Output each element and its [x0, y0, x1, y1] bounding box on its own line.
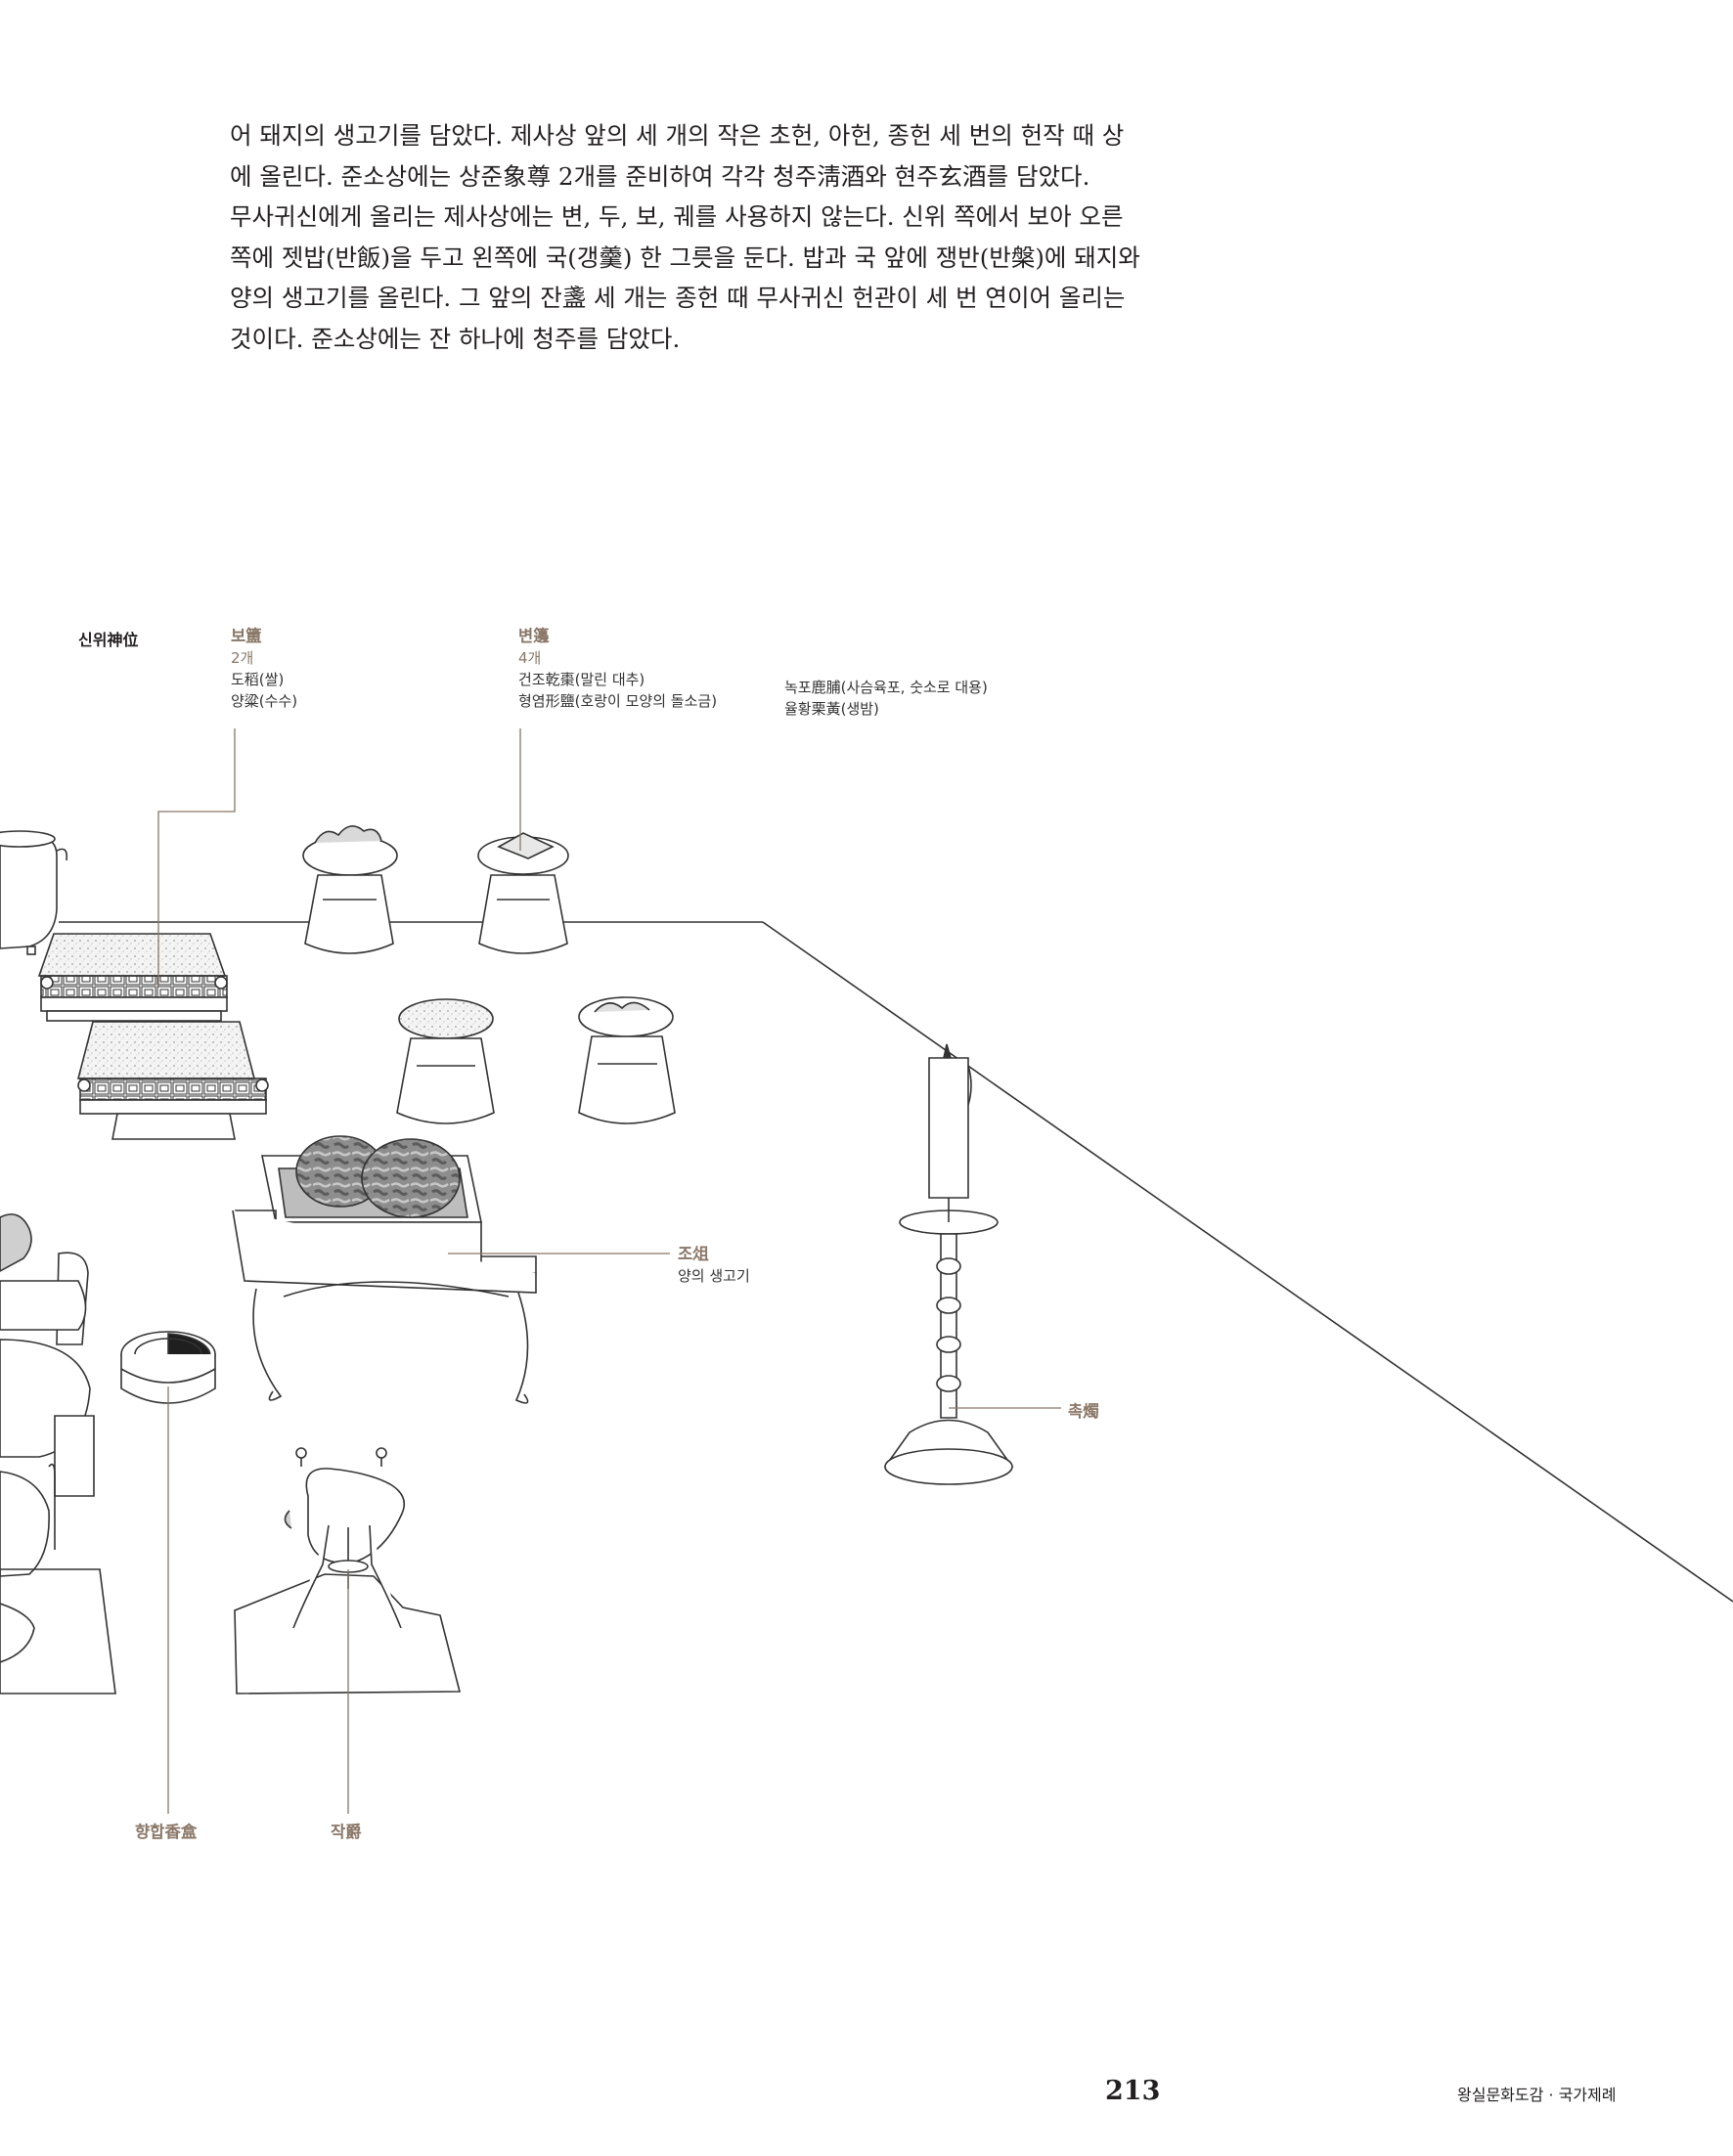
candle-stand-icon: [883, 1043, 1014, 1485]
byeon-vessel-icon: [396, 998, 495, 1124]
hyanghap-label: 향합香盒: [135, 1823, 198, 1841]
byeon-vessel-icon: [477, 832, 569, 954]
byeon-label: 변籩 4개 건조乾棗(말린 대추) 형염形鹽(호랑이 모양의 돌소금): [518, 626, 717, 712]
paragraph-line: 에 올린다. 준소상에는 상준象尊 2개를 준비하여 각각 청주淸酒와 현주玄酒…: [230, 161, 1090, 191]
byeon2-item: 녹포鹿脯(사슴육포, 숫소로 대용): [784, 679, 988, 696]
bo-item: 도稻(쌀): [231, 671, 285, 688]
censer-icon: [0, 1213, 116, 1694]
byeon-item: 건조乾棗(말린 대추): [518, 671, 645, 688]
bo-title: 보簠: [231, 627, 262, 645]
paragraph-line: 쪽에 젯밥(반飯)을 두고 왼쪽에 국(갱羹) 한 그릇을 둔다. 밥과 국 앞…: [230, 242, 1140, 272]
jo-label: 조俎 양의 생고기: [678, 1244, 750, 1287]
byeon-item: 형염形鹽(호랑이 모양의 돌소금): [518, 692, 718, 710]
leader-lines: [157, 728, 1061, 1814]
page-number: 213: [1105, 2076, 1161, 2106]
body-text: 어 돼지의 생고기를 담았다. 제사상 앞의 세 개의 작은 초헌, 아헌, 종…: [230, 115, 1149, 359]
shinwi-label: 신위神位: [78, 631, 139, 649]
byeon-count: 4개: [518, 649, 542, 667]
byeon-title: 변籩: [518, 627, 550, 645]
jak-label: 작爵: [331, 1823, 362, 1841]
byeon2-label: 녹포鹿脯(사슴육포, 숫소로 대용) 율황栗黃(생밤): [784, 677, 988, 720]
paragraph-line: 무사귀신에게 올리는 제사상에는 변, 두, 보, 궤를 사용하지 않는다. 신…: [230, 202, 1124, 231]
bo-count: 2개: [231, 649, 254, 667]
jo-desc: 양의 생고기: [678, 1267, 750, 1285]
book-title: 왕실문화도감 · 국가제례: [1457, 2086, 1617, 2104]
jo-table-icon: [232, 1135, 537, 1404]
bo-vessel-icon: [76, 1021, 269, 1140]
jo-title: 조俎: [678, 1245, 709, 1263]
paragraph-line: 어 돼지의 생고기를 담았다. 제사상 앞의 세 개의 작은 초헌, 아헌, 종…: [230, 121, 1125, 150]
paragraph-line: 것이다. 준소상에는 잔 하나에 청주를 담았다.: [230, 324, 681, 353]
table-outline: [59, 921, 1733, 1603]
bo-label: 보簠 2개 도稻(쌀) 양粱(수수): [231, 626, 297, 712]
byeon2-item: 율황栗黃(생밤): [784, 700, 879, 718]
paragraph-line: 양의 생고기를 올린다. 그 앞의 잔盞 세 개는 종헌 때 무사귀신 헌관이 …: [230, 284, 1126, 312]
byeon-vessel-icon: [578, 996, 676, 1124]
bo-vessel-icon: [37, 933, 228, 1022]
jak-icon: [234, 1447, 462, 1694]
byeon-vessel-icon: [302, 825, 398, 954]
chokchok-label: 촉燭: [1068, 1402, 1099, 1421]
bo-item: 양粱(수수): [231, 692, 298, 710]
jar-icon: [0, 830, 68, 955]
hyanghap-icon: [120, 1331, 216, 1404]
